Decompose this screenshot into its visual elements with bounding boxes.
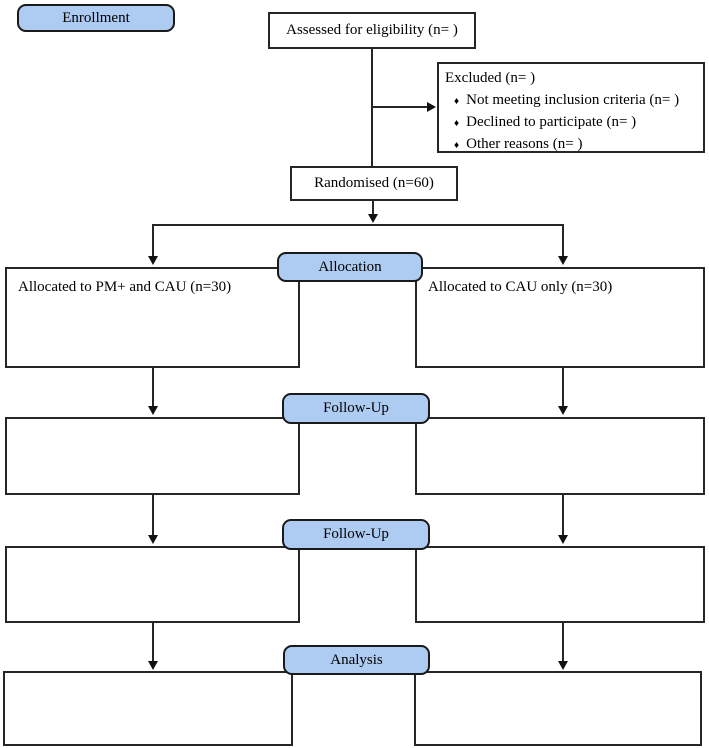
connector-followup2-to-analysis-left: [152, 623, 154, 661]
excluded-bullet-text: Other reasons (n= ): [466, 135, 583, 152]
connector-followup1-to-followup2-left: [152, 495, 154, 535]
box-analysis-right: [414, 671, 702, 746]
arrowhead-down-icon: [148, 661, 158, 670]
stage-badge-followup-2: Follow-Up: [282, 519, 430, 550]
connector-randomised-to-split: [372, 200, 374, 216]
box-followup1-right: [415, 417, 705, 495]
connector-alloc-to-followup1-right: [562, 368, 564, 406]
arrowhead-right-icon: [427, 102, 436, 112]
excluded-bullet-row: ♦ Declined to participate (n= ): [445, 112, 697, 134]
connector-split-to-right-alloc: [562, 226, 564, 256]
excluded-bullet-text: Declined to participate (n= ): [466, 113, 637, 130]
arrowhead-down-icon: [558, 256, 568, 265]
connector-split-to-left-alloc: [152, 226, 154, 256]
box-followup1-left: [5, 417, 300, 495]
diamond-bullet-icon: ♦: [454, 117, 460, 129]
box-excluded: Excluded (n= ) ♦ Not meeting inclusion c…: [437, 62, 705, 153]
split-line: [152, 224, 564, 226]
diamond-bullet-icon: ♦: [454, 95, 460, 107]
arrowhead-down-icon: [558, 535, 568, 544]
box-assessed-eligibility: Assessed for eligibility (n= ): [268, 12, 476, 49]
arrowhead-down-icon: [558, 406, 568, 415]
arrowhead-down-icon: [148, 256, 158, 265]
arrowhead-down-icon: [558, 661, 568, 670]
connector-alloc-to-followup1-left: [152, 368, 154, 406]
diamond-bullet-icon: ♦: [454, 139, 460, 151]
connector-followup2-to-analysis-right: [562, 623, 564, 661]
box-followup2-right: [415, 546, 705, 623]
stage-badge-analysis: Analysis: [283, 645, 430, 675]
box-allocated-pm-cau: Allocated to PM+ and CAU (n=30): [5, 267, 300, 368]
stage-badge-enrollment: Enrollment: [17, 4, 175, 32]
connector-to-excluded: [373, 106, 427, 108]
box-allocated-cau-only: Allocated to CAU only (n=30): [415, 267, 705, 368]
excluded-bullet-text: Not meeting inclusion criteria (n= ): [466, 91, 680, 108]
box-randomised: Randomised (n=60): [290, 166, 458, 201]
arrowhead-down-icon: [368, 214, 378, 223]
excluded-bullet-row: ♦ Not meeting inclusion criteria (n= ): [445, 90, 697, 112]
arrowhead-down-icon: [148, 406, 158, 415]
stage-badge-allocation: Allocation: [277, 252, 423, 282]
excluded-title: Excluded (n= ): [445, 70, 536, 86]
box-followup2-left: [5, 546, 300, 623]
box-analysis-left: [3, 671, 293, 746]
connector-assessed-to-randomised: [371, 48, 373, 166]
excluded-bullet-row: ♦ Other reasons (n= ): [445, 134, 697, 156]
connector-followup1-to-followup2-right: [562, 495, 564, 535]
stage-badge-followup-1: Follow-Up: [282, 393, 430, 424]
arrowhead-down-icon: [148, 535, 158, 544]
